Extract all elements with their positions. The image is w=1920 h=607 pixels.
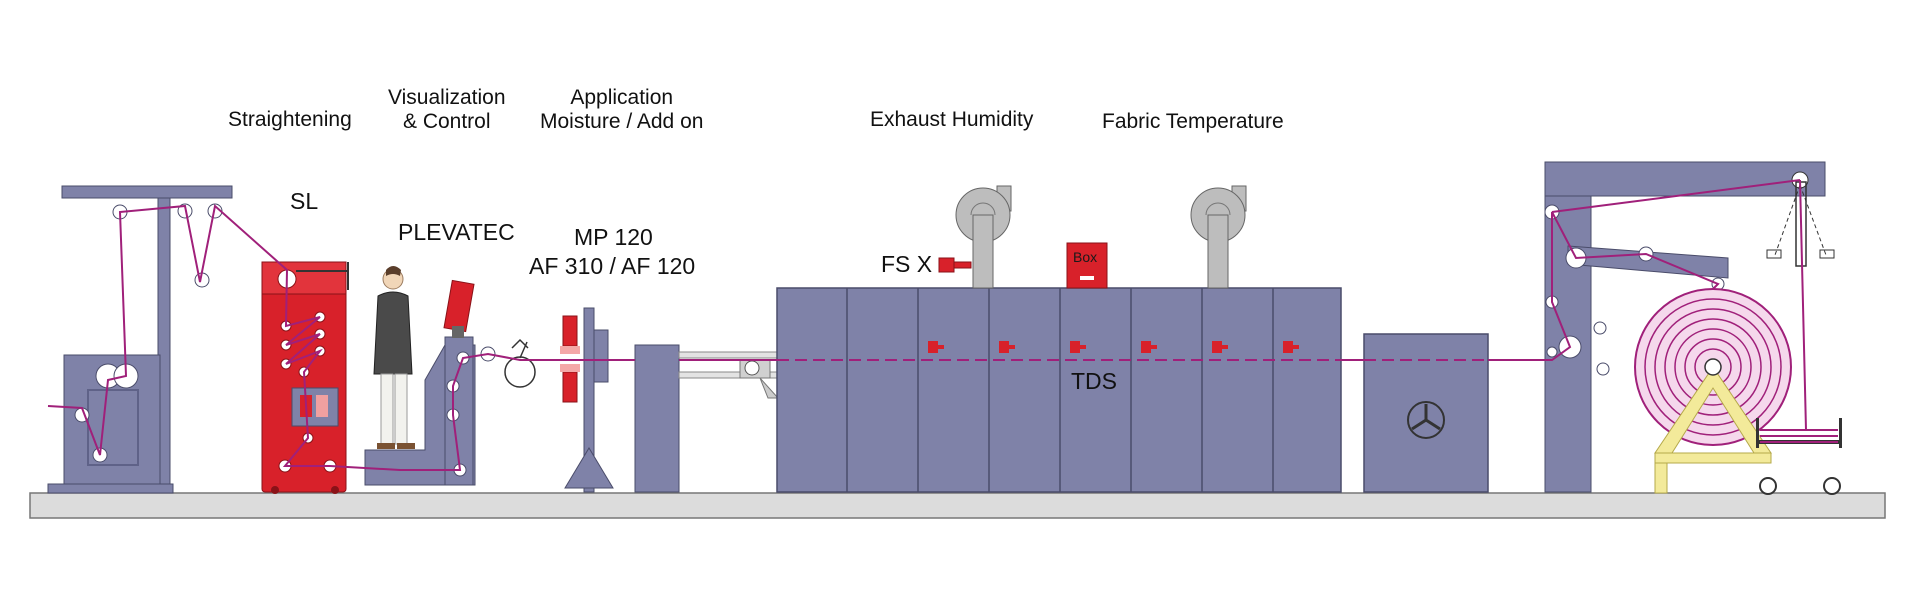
exhaust-fan-2 [1190, 185, 1247, 289]
box-unit [1066, 242, 1108, 289]
tds-sensors [928, 341, 1299, 353]
label-straightening: Straightening [228, 108, 352, 131]
label-visualization-line1: Visualization [388, 86, 506, 109]
fsx-sensor [938, 257, 972, 273]
inlet-feed [678, 351, 780, 399]
applicator-unit [560, 307, 614, 493]
label-fsx: FS X [881, 251, 933, 277]
label-tds: TDS [1071, 368, 1117, 394]
label-exhaust-humidity: Exhaust Humidity [870, 108, 1034, 131]
label-visualization: Visualization & Control [388, 86, 506, 134]
label-sl: SL [290, 188, 319, 214]
label-af: AF 310 / AF 120 [529, 253, 696, 279]
exhaust-fan-1 [955, 185, 1012, 289]
label-mp120: MP 120 [574, 224, 653, 250]
winder-stand [1654, 358, 1772, 494]
straightening-frame [47, 185, 233, 494]
inlet-unit [634, 344, 680, 493]
floor [29, 492, 1886, 519]
label-application-line1: Application [570, 86, 674, 109]
fabric-path [47, 179, 1808, 471]
label-application-line2: Moisture / Add on [540, 110, 704, 134]
dryer-stenter [776, 287, 1342, 493]
label-box: Box [1073, 249, 1098, 265]
fabric-cart [1756, 418, 1842, 495]
label-application: Application Moisture / Add on [540, 86, 703, 134]
label-fabric-temperature: Fabric Temperature [1102, 110, 1284, 133]
label-visualization-line2: & Control [402, 110, 491, 134]
label-plevatec: PLEVATEC [398, 219, 515, 245]
operator-figure [373, 266, 415, 449]
dancer-roller [504, 338, 536, 388]
cooling-unit [1363, 333, 1489, 493]
